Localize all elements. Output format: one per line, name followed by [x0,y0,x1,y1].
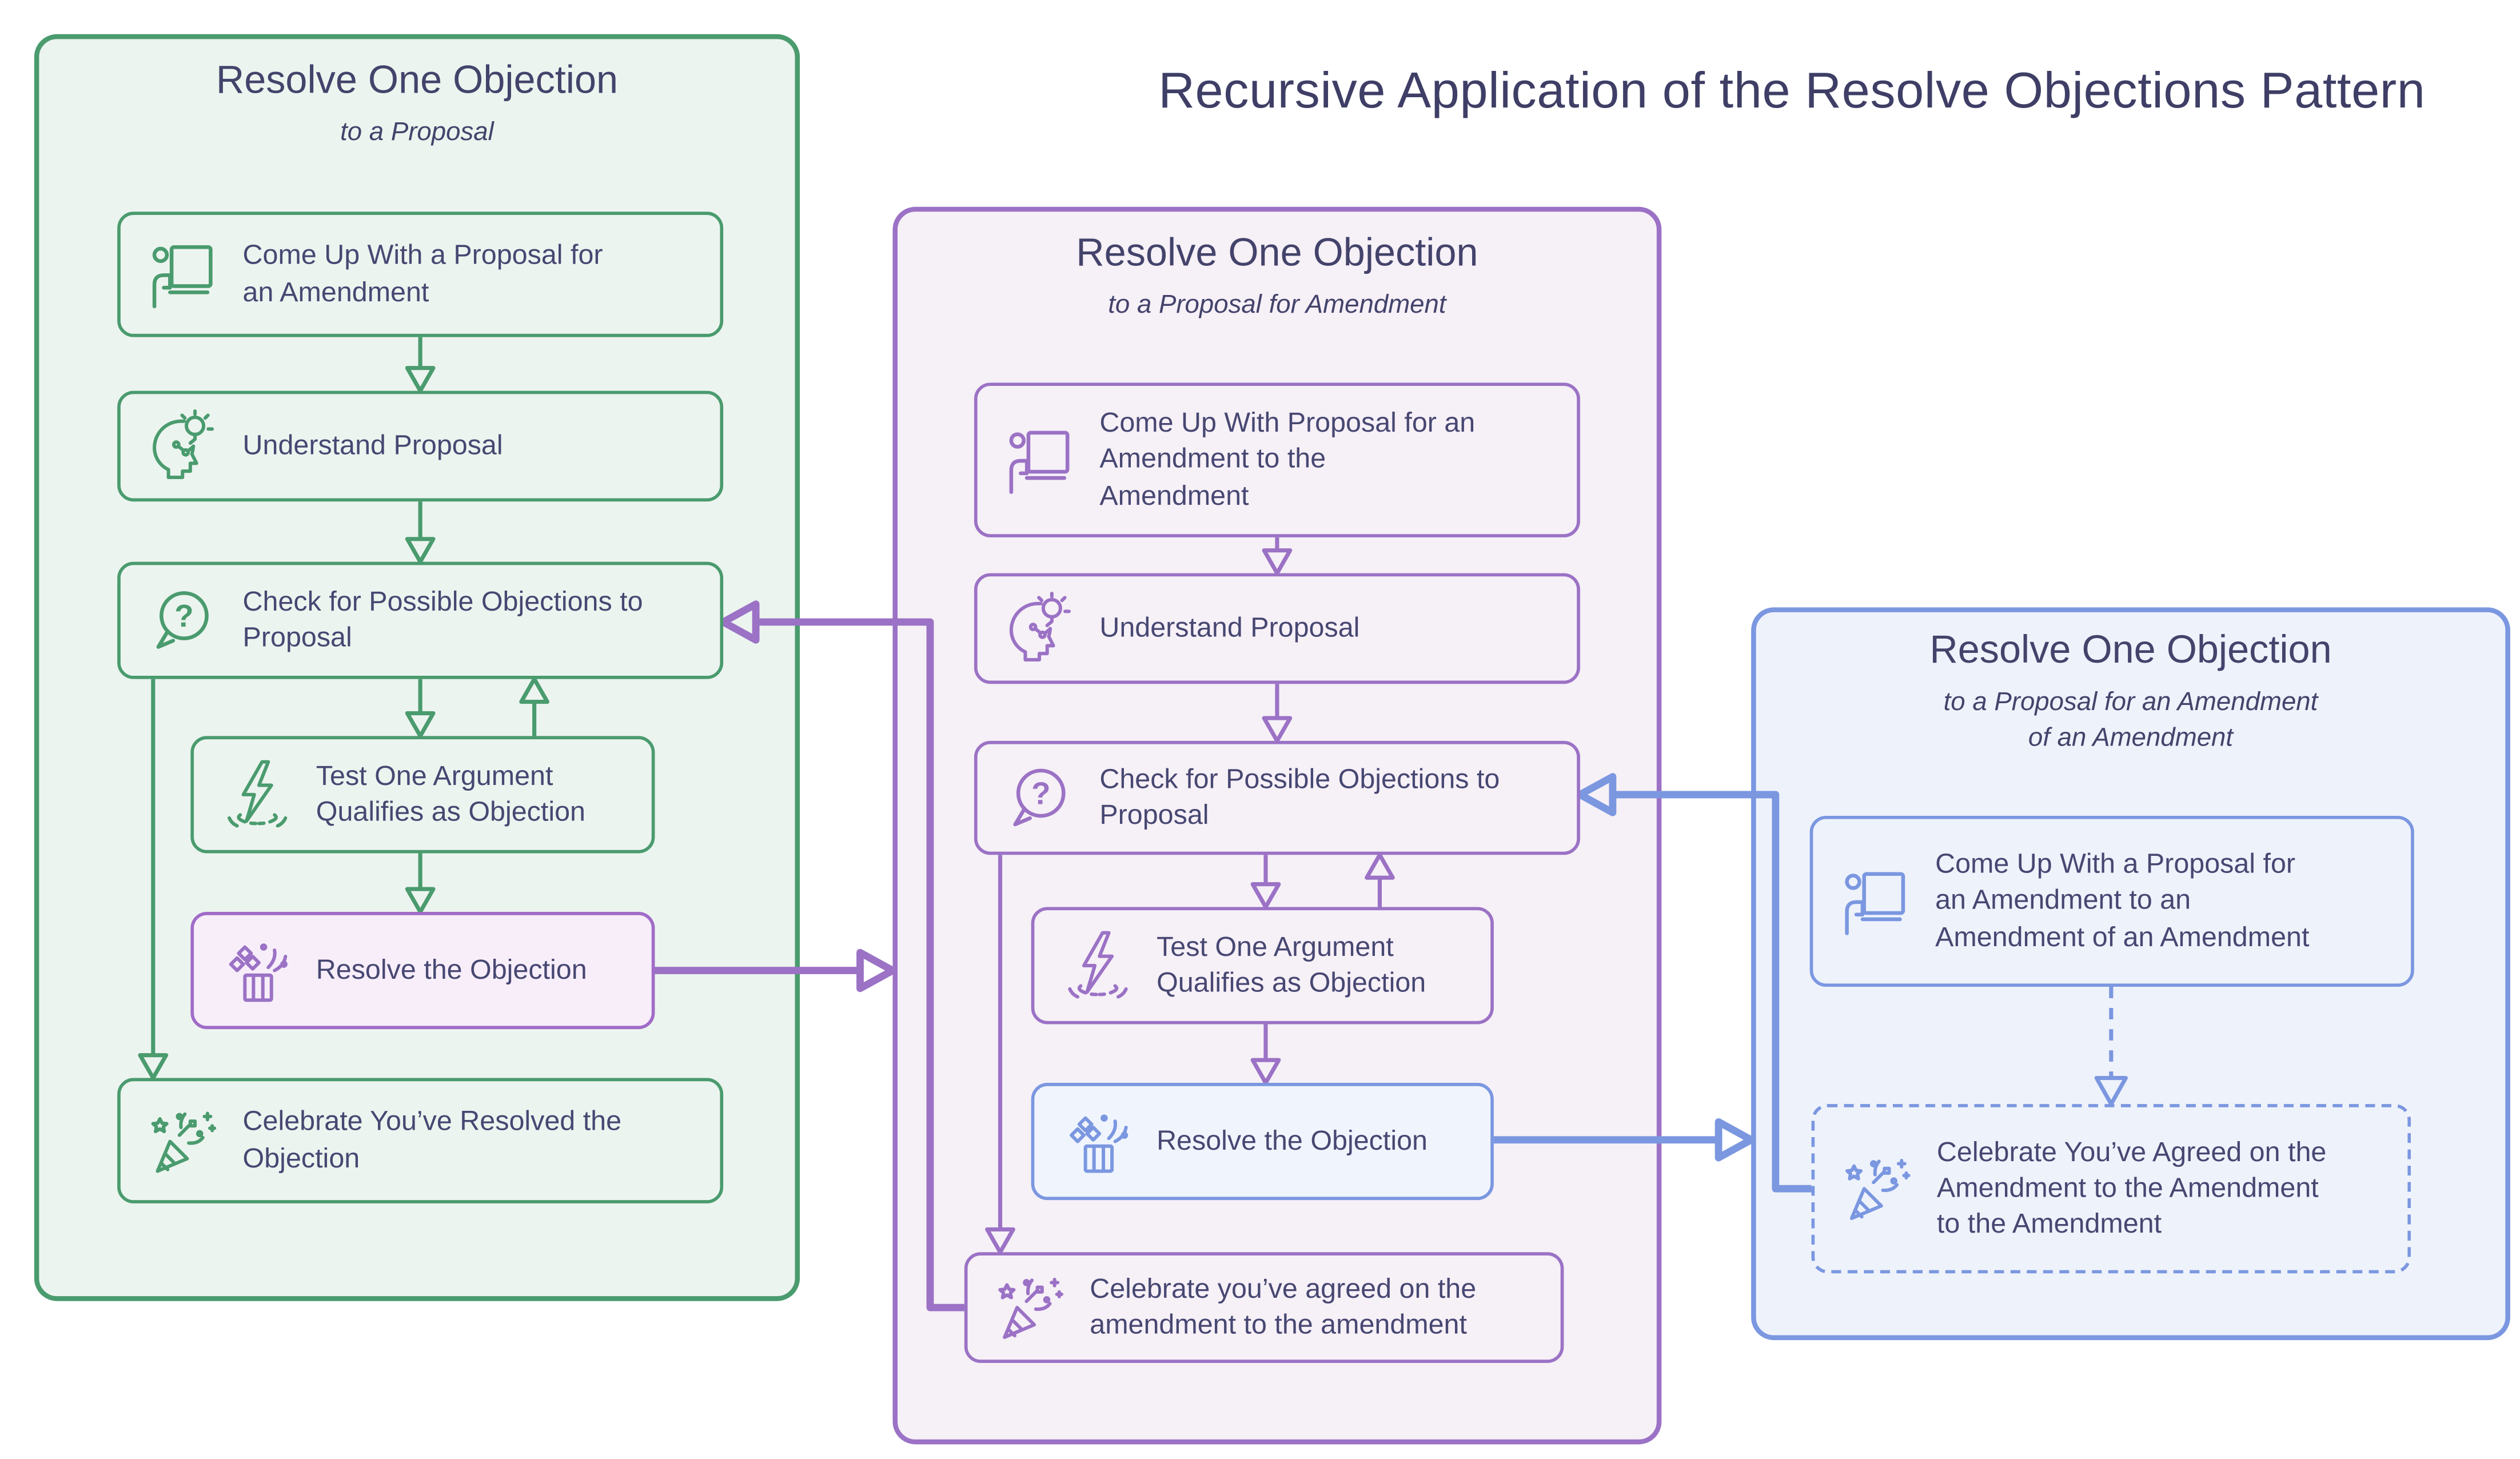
step-label: Come Up With Proposal for an Amendment t… [1099,408,1476,511]
step-amendment-test: Test One Argument Qualifies as Objection [1031,907,1494,1025]
step-label: Check for Possible Objections to Proposa… [242,586,643,653]
step-label: Test One Argument Qualifies as Objection [316,760,586,827]
step-label: Resolve the Objection [316,954,587,986]
step-proposal-check: Check for Possible Objections to Proposa… [117,561,724,679]
party-popper-icon [994,1270,1068,1345]
step-proposal-test: Test One Argument Qualifies as Objection [190,736,655,854]
panel-title-proposal: Resolve One Objection [216,58,619,103]
step-proposal-celebrate: Celebrate You’ve Resolved the Objection [117,1078,724,1203]
gift-icon [220,933,295,1008]
step-amendment-check: Check for Possible Objections to Proposa… [974,740,1580,855]
step-aoa-celebrate: Celebrate You’ve Agreed on the Amendment… [1811,1104,2411,1274]
step-label: Celebrate you’ve agreed on the amendment… [1090,1273,1477,1341]
presenter-icon [1003,422,1078,497]
panel-subtitle-amendment-of-amendment: to a Proposal for an Amendment of an Ame… [1943,688,2318,752]
lightning-impact-icon [220,757,295,832]
diagram-title: Recursive Application of the Resolve Obj… [1158,62,2426,119]
step-label: Understand Proposal [242,429,503,461]
step-proposal-come-up: Come Up With a Proposal for an Amendment [117,212,724,337]
panel-title-amendment-of-amendment: Resolve One Objection [1929,628,2332,673]
step-amendment-resolve: Resolve the Objection [1031,1083,1494,1201]
panel-subtitle-amendment: to a Proposal for Amendment [1108,291,1446,320]
thinking-head-icon [146,409,221,484]
lightning-impact-icon [1060,928,1135,1003]
step-amendment-celebrate: Celebrate you’ve agreed on the amendment… [964,1252,1564,1363]
step-label: Celebrate You’ve Agreed on the Amendment… [1936,1136,2327,1239]
step-label: Come Up With a Proposal for an Amendment [242,240,603,307]
step-label: Check for Possible Objections to Proposa… [1099,763,1500,831]
panel-subtitle-proposal: to a Proposal [340,118,494,147]
question-bubble-icon [1003,760,1078,835]
gift-icon [1060,1104,1135,1179]
step-proposal-resolve: Resolve the Objection [190,911,655,1030]
presenter-icon [146,237,221,312]
question-bubble-icon [146,583,221,658]
step-label: Celebrate You’ve Resolved the Objection [242,1106,622,1174]
step-amendment-come-up: Come Up With Proposal for an Amendment t… [974,382,1580,537]
step-label: Resolve the Objection [1157,1125,1428,1157]
step-label: Come Up With a Proposal for an Amendment… [1935,848,2310,952]
party-popper-icon [146,1103,221,1178]
step-amendment-understand: Understand Proposal [974,573,1580,684]
step-aoa-come-up: Come Up With a Proposal for an Amendment… [1809,815,2414,987]
step-proposal-understand: Understand Proposal [117,390,724,502]
panel-title-amendment: Resolve One Objection [1076,231,1478,276]
party-popper-icon [1841,1151,1916,1226]
thinking-head-icon [1003,591,1078,666]
step-label: Understand Proposal [1099,612,1360,643]
step-label: Test One Argument Qualifies as Objection [1157,931,1426,998]
presenter-icon [1839,864,1914,939]
